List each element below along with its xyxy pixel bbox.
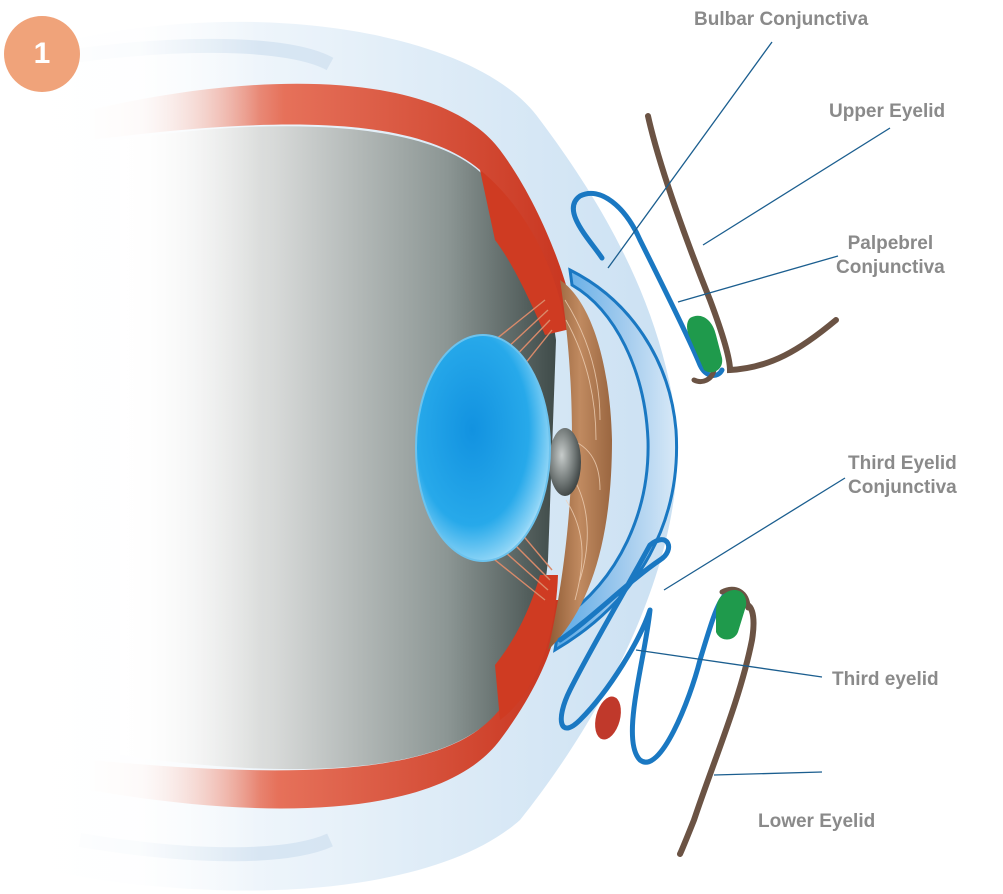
pupil bbox=[549, 428, 581, 496]
leader-lower-eyelid bbox=[714, 772, 822, 775]
lens bbox=[416, 335, 550, 561]
leader-upper-eyelid bbox=[703, 128, 890, 245]
lower-eyelid-skin bbox=[680, 604, 754, 854]
leader-third-eyelid-conjunctiva bbox=[664, 478, 845, 590]
lower-meibomian-gland bbox=[716, 590, 746, 640]
step-number: 1 bbox=[34, 37, 51, 71]
upper-eyelid-skin bbox=[648, 116, 836, 370]
left-fade-overlay bbox=[0, 0, 260, 894]
leader-third-eyelid bbox=[636, 650, 822, 677]
label-third-eyelid: Third eyelid bbox=[832, 668, 939, 692]
label-palpebral-conjunctiva: Palpebrel Conjunctiva bbox=[836, 232, 945, 280]
label-lower-eyelid: Lower Eyelid bbox=[758, 810, 875, 834]
label-third-eyelid-conjunctiva: Third Eyelid Conjunctiva bbox=[848, 452, 957, 500]
step-number-badge: 1 bbox=[4, 16, 80, 92]
label-bulbar-conjunctiva: Bulbar Conjunctiva bbox=[694, 8, 868, 32]
leader-bulbar-conjunctiva bbox=[608, 42, 772, 268]
label-upper-eyelid: Upper Eyelid bbox=[829, 100, 945, 124]
